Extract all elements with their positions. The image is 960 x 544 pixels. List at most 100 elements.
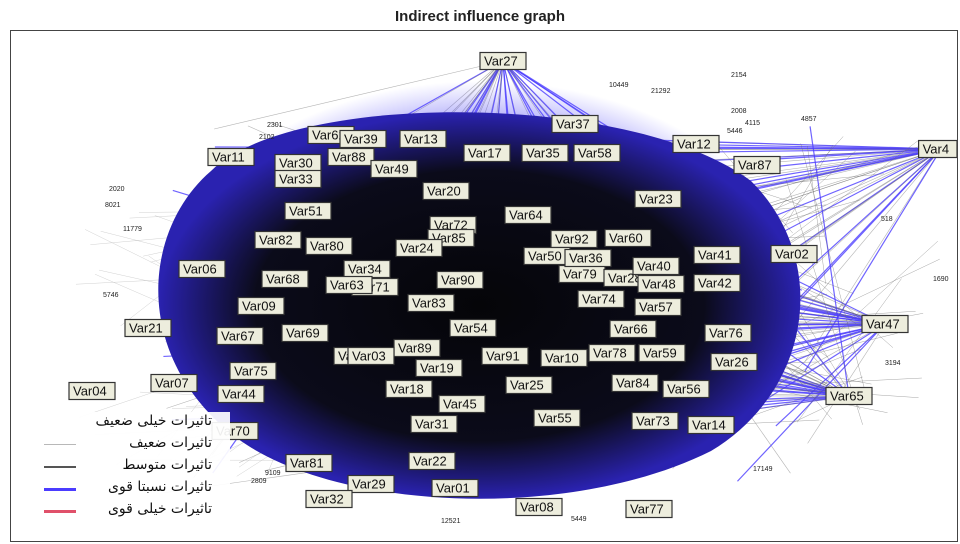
graph-node[interactable]: Var41 [693, 245, 741, 265]
graph-node[interactable]: Var67 [216, 326, 264, 346]
graph-node[interactable]: Var18 [385, 379, 433, 399]
graph-node[interactable]: Var48 [637, 274, 685, 294]
graph-node[interactable]: Var01 [431, 478, 479, 498]
node-label: Var67 [221, 329, 255, 344]
graph-node[interactable]: Var03 [347, 346, 395, 366]
node-label: Var17 [468, 146, 502, 161]
graph-node[interactable]: Var66 [609, 319, 657, 339]
graph-node[interactable]: Var65 [825, 386, 873, 406]
graph-node[interactable]: Var50 [523, 246, 571, 266]
graph-node[interactable]: Var23 [634, 189, 682, 209]
graph-node[interactable]: Var57 [634, 297, 682, 317]
graph-node[interactable]: Var59 [638, 343, 686, 363]
node-label: Var13 [404, 132, 438, 147]
graph-node[interactable]: Var47 [861, 314, 909, 334]
graph-node[interactable]: Var29 [347, 474, 395, 494]
graph-node[interactable]: Var20 [422, 181, 470, 201]
graph-node[interactable]: Var51 [284, 201, 332, 221]
graph-node[interactable]: Var39 [339, 129, 387, 149]
graph-node[interactable]: Var26 [710, 352, 758, 372]
graph-node[interactable]: Var21 [124, 318, 172, 338]
node-label: Var27 [484, 54, 518, 69]
graph-node[interactable]: Var69 [281, 323, 329, 343]
graph-node[interactable]: Var33 [274, 169, 322, 189]
graph-node[interactable]: Var82 [254, 230, 302, 250]
graph-node[interactable]: Var07 [150, 373, 198, 393]
graph-node[interactable]: Var13 [399, 129, 447, 149]
edge-weight-labels: 2154104492129220084115544648572301210220… [103, 72, 949, 525]
edge-weight-label: 2301 [267, 122, 283, 129]
graph-node[interactable]: Var27 [479, 51, 527, 71]
graph-node[interactable]: Var79 [558, 264, 606, 284]
graph-node[interactable]: Var83 [407, 293, 455, 313]
node-box [407, 293, 455, 313]
graph-node[interactable]: Var84 [611, 373, 659, 393]
graph-node[interactable]: Var22 [408, 451, 456, 471]
node-label: Var65 [830, 389, 864, 404]
graph-node[interactable]: Var54 [449, 318, 497, 338]
graph-node[interactable]: Var81 [285, 453, 333, 473]
node-layer: Var27Var37Var12Var87Var4Var11Var62Var39V… [68, 51, 957, 519]
graph-node[interactable]: Var63 [325, 275, 373, 295]
graph-node[interactable]: Var35 [521, 143, 569, 163]
graph-node[interactable]: Var78 [588, 343, 636, 363]
graph-node[interactable]: Var42 [693, 273, 741, 293]
graph-node[interactable]: Var73 [631, 411, 679, 431]
graph-node[interactable]: Var11 [207, 147, 255, 167]
graph-node[interactable]: Var36 [564, 248, 612, 268]
node-label: Var35 [526, 146, 560, 161]
edge-weight-label: 4857 [801, 116, 817, 123]
graph-node[interactable]: Var02 [770, 244, 818, 264]
graph-node[interactable]: Var45 [438, 394, 486, 414]
graph-node[interactable]: Var88 [327, 147, 375, 167]
graph-node[interactable]: Var10 [540, 348, 588, 368]
graph-node[interactable]: Var25 [505, 375, 553, 395]
graph-node[interactable]: Var49 [370, 159, 418, 179]
graph-node[interactable]: Var37 [551, 114, 599, 134]
graph-node[interactable]: Var92 [550, 229, 598, 249]
graph-node[interactable]: Var56 [662, 379, 710, 399]
node-label: Var39 [344, 132, 378, 147]
graph-node[interactable]: Var87 [733, 155, 781, 175]
graph-node[interactable]: Var75 [229, 361, 277, 381]
influence-graph-canvas: 2154104492129220084115544648572301210220… [68, 51, 957, 525]
graph-node[interactable]: Var09 [237, 296, 285, 316]
graph-node[interactable]: Var89 [393, 338, 441, 358]
graph-node[interactable]: Var08 [515, 497, 563, 517]
graph-node[interactable]: Var44 [217, 384, 265, 404]
graph-node[interactable]: Var77 [625, 499, 673, 519]
graph-node[interactable]: Var4 [917, 139, 957, 159]
graph-node[interactable]: Var80 [305, 236, 353, 256]
graph-node[interactable]: Var12 [672, 134, 720, 154]
graph-node[interactable]: Var76 [704, 323, 752, 343]
graph-node[interactable]: Var64 [504, 205, 552, 225]
graph-node[interactable]: Var74 [577, 289, 625, 309]
node-box [825, 386, 873, 406]
graph-node[interactable]: Var24 [395, 238, 443, 258]
graph-node[interactable]: Var04 [68, 381, 116, 401]
node-box [285, 453, 333, 473]
graph-node[interactable]: Var68 [261, 269, 309, 289]
graph-node[interactable]: Var40 [632, 256, 680, 276]
node-label: Var14 [692, 418, 726, 433]
graph-node[interactable]: Var58 [573, 143, 621, 163]
strong-edge [804, 148, 942, 372]
graph-node[interactable]: Var19 [415, 358, 463, 378]
graph-node[interactable]: Var91 [481, 346, 529, 366]
graph-node[interactable]: Var34 [343, 259, 391, 279]
graph-node[interactable]: Var90 [436, 270, 484, 290]
graph-node[interactable]: Var55 [533, 408, 581, 428]
graph-node[interactable]: Var30 [274, 153, 322, 173]
node-box [237, 296, 285, 316]
graph-node[interactable]: Var85 [427, 228, 475, 248]
graph-node[interactable]: Var14 [687, 415, 735, 435]
graph-node[interactable]: Var06 [178, 259, 226, 279]
node-box [573, 143, 621, 163]
graph-node[interactable]: Var32 [305, 489, 353, 509]
node-label: Var42 [698, 276, 732, 291]
graph-node[interactable]: Var31 [410, 414, 458, 434]
graph-node[interactable]: Var60 [604, 228, 652, 248]
graph-node[interactable]: Var17 [463, 143, 511, 163]
node-box [370, 159, 418, 179]
node-label: Var56 [667, 382, 701, 397]
